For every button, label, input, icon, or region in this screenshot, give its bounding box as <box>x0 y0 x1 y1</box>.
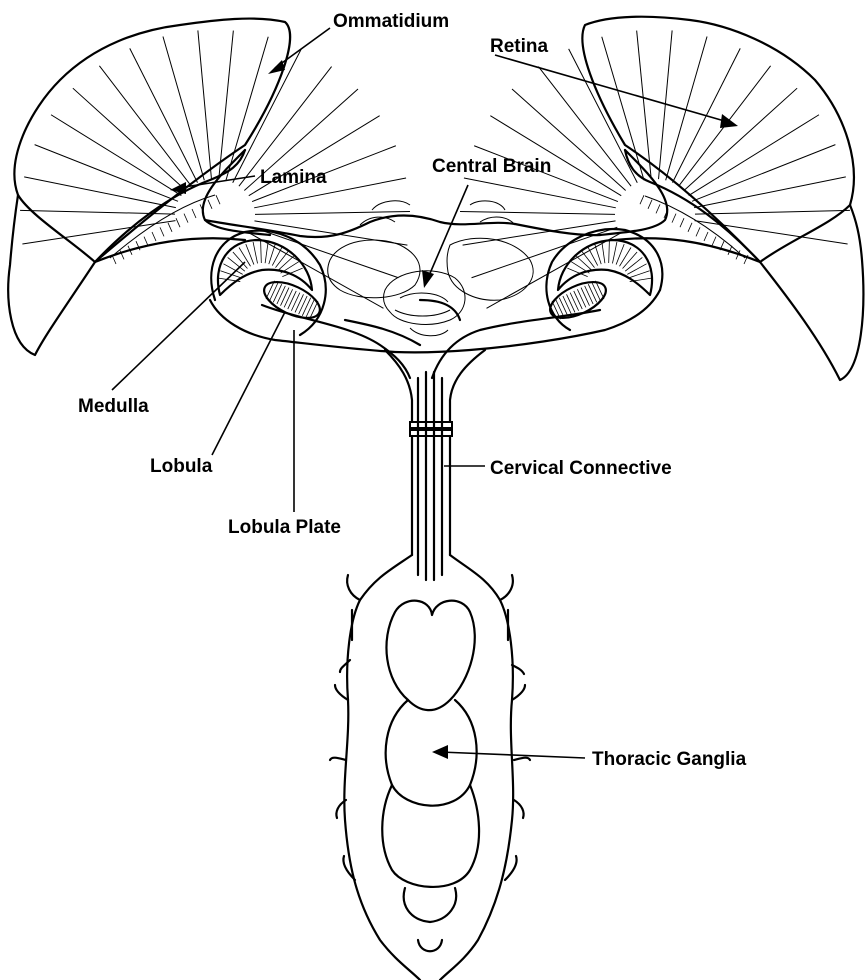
label-cervical-connective: Cervical Connective <box>490 458 672 479</box>
retina-leader-line <box>495 55 728 122</box>
label-central-brain: Central Brain <box>432 156 551 177</box>
label-retina: Retina <box>490 36 549 57</box>
cervical-connective-structure <box>385 350 485 580</box>
central-brain-leader-line <box>428 185 468 278</box>
right-compound-eye <box>460 17 863 380</box>
label-thoracic-ganglia: Thoracic Ganglia <box>592 749 747 770</box>
label-medulla: Medulla <box>78 396 149 417</box>
central-brain-arrowhead <box>422 270 434 288</box>
thoracic-ganglia-arrowhead <box>432 745 448 759</box>
head-brain-region <box>205 201 662 378</box>
thoracic-ganglia-structure <box>330 555 530 980</box>
medulla-leader-line <box>112 262 245 390</box>
left-compound-eye <box>8 19 410 355</box>
label-ommatidium: Ommatidium <box>333 11 449 32</box>
label-lobula-plate: Lobula Plate <box>228 517 341 538</box>
label-lamina: Lamina <box>260 167 327 188</box>
retina-arrowhead <box>720 114 738 128</box>
label-lobula: Lobula <box>150 456 213 477</box>
ommatidium-leader-line <box>275 28 330 68</box>
